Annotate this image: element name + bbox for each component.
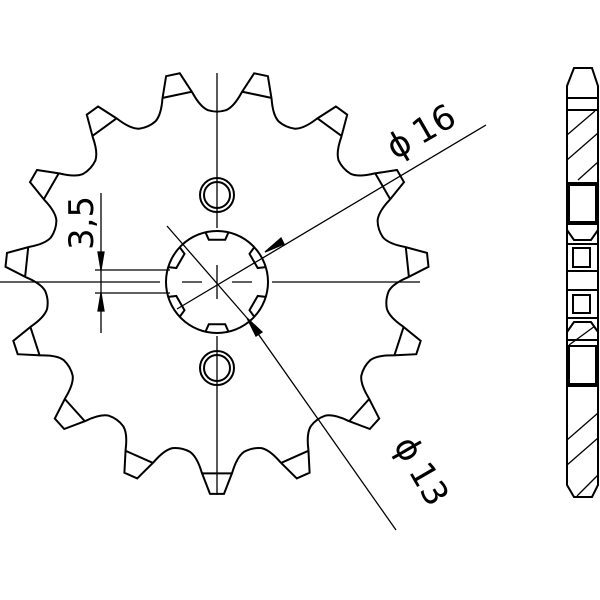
tooth-chamfer-line [24,246,30,278]
front-view [0,72,487,531]
spline-notch [204,323,230,333]
spline-bore [165,230,269,334]
spline-notches [168,231,266,333]
tooth-chamfer-line [393,326,405,357]
spline-notch [248,294,266,318]
tooth-chamfer-line [161,90,193,99]
dimension-label-3-5: 3,5 [62,196,102,250]
tooth-chamfer-line [29,326,41,357]
tooth-chamfer-line [316,117,343,138]
spline-notch [248,246,266,270]
dimension-leaders [166,124,487,531]
tooth-chamfer-line [241,90,273,99]
tooth-chamfer-lines [24,90,410,475]
sprocket-tooth-profile [4,72,430,495]
dimension-3-5 [95,193,170,333]
dimension-label-diameter-13: ϕ 13 [385,430,456,513]
tooth-chamfer-line [404,246,410,278]
diameter-13-value: 13 [400,455,456,512]
spline-notch [168,246,186,270]
tooth-chamfer-line [280,449,310,465]
side-view [566,67,599,498]
tooth-chamfer-line [348,397,371,423]
tooth-chamfer-line [124,449,154,465]
section-hatching [566,110,599,497]
tooth-chamfer-line [91,117,118,138]
dimension-label-diameter-16: ϕ 16 [380,97,463,168]
tooth-chamfer-line [63,397,86,423]
center-lines [0,73,420,495]
spline-notch [204,231,230,241]
spline-notch [168,294,186,318]
tooth-chamfer-line [42,172,60,201]
